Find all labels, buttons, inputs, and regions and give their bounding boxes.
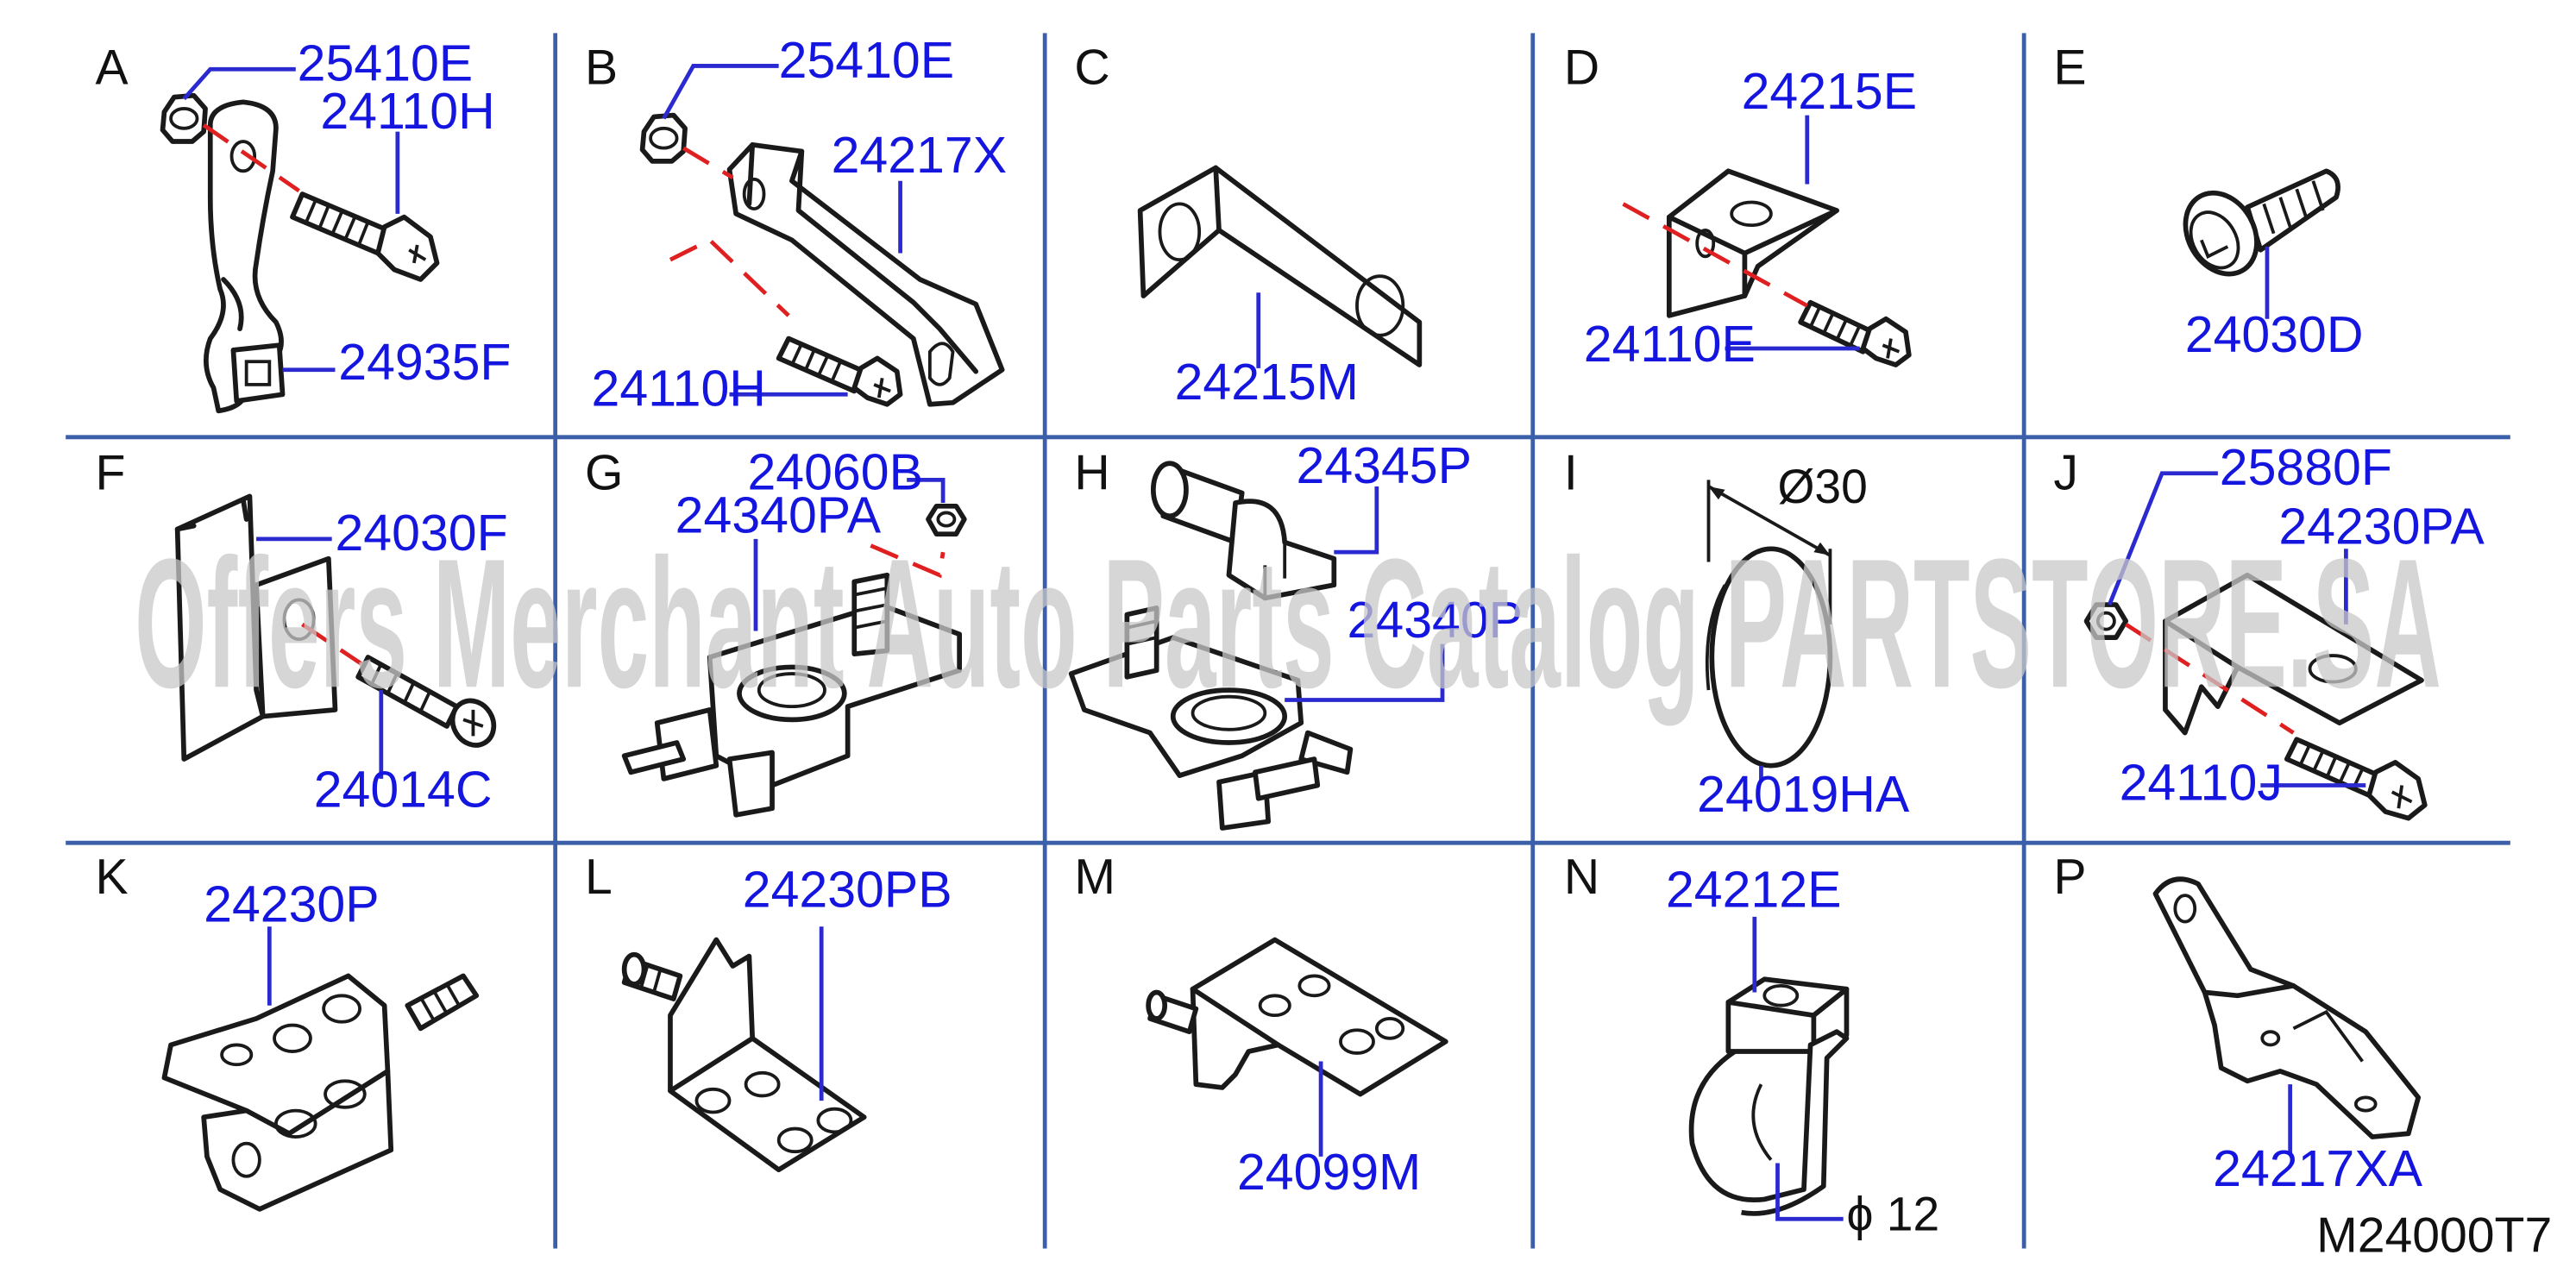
cell-letter-a: A <box>95 40 128 95</box>
part-number-24217x[interactable]: 24217X <box>832 127 1007 184</box>
cell-letter-f: F <box>95 446 125 501</box>
cell-letter-b: B <box>585 40 618 95</box>
cell-e: 24030D <box>2183 168 2364 363</box>
part-number-24230p[interactable]: 24230P <box>204 876 379 933</box>
cell-j: 25880F 24230PA 24110J <box>2083 439 2485 821</box>
part-number-25410e[interactable]: 25410E <box>779 32 954 89</box>
shield-24030f-illustration <box>174 493 338 762</box>
part-number-25410e[interactable]: 25410E <box>298 35 473 92</box>
cell-d: 24215E 24110E <box>1584 63 1917 373</box>
leaders-j <box>2107 471 2366 787</box>
part-number-24014c[interactable]: 24014C <box>314 761 493 818</box>
part-number-24019ha[interactable]: 24019HA <box>1697 766 1910 823</box>
bolt-24110j <box>2284 737 2428 821</box>
cell-h: 24345P 24340P <box>1068 437 1523 831</box>
plug-24019ha-illustration <box>1705 546 1833 769</box>
dimension-diameter-12: ϕ 12 <box>1846 1188 1939 1241</box>
cell-letter-m: M <box>1074 850 1115 905</box>
nut-25410e <box>160 92 208 144</box>
leaders-f <box>256 536 384 779</box>
cell-letter-l: L <box>585 850 613 905</box>
leaders-g <box>753 477 946 631</box>
screw-24014c <box>355 655 497 748</box>
bracket-24217x-illustration <box>726 141 1005 407</box>
cell-letter-h: H <box>1074 446 1109 501</box>
bracket-24230p-illustration <box>161 973 480 1212</box>
part-number-24030f[interactable]: 24030F <box>335 505 507 562</box>
part-number-24110h[interactable]: 24110H <box>592 361 766 417</box>
bracket-24230pa-illustration <box>2163 572 2424 736</box>
grid-lines <box>66 33 2510 1249</box>
cell-letter-i: I <box>1564 446 1578 501</box>
cell-f: 24030F 24014C <box>174 493 508 818</box>
part-number-24340pa[interactable]: 24340PA <box>675 486 882 543</box>
part-number-24230pa[interactable]: 24230PA <box>2278 499 2485 555</box>
part-number-24212e[interactable]: 24212E <box>1666 861 1841 918</box>
watermark: Offers Merchant Auto Parts Catalog PARTS… <box>135 521 2441 726</box>
bolt-24110h <box>776 336 903 407</box>
cell-p: 24217XA <box>2152 876 2423 1197</box>
cell-letter-d: D <box>1564 40 1599 95</box>
leader-dim-12 <box>1775 1163 1844 1221</box>
part-number-24060b[interactable]: 24060B <box>747 444 922 501</box>
cell-letter-e: E <box>2053 40 2086 95</box>
part-number-24230pb[interactable]: 24230PB <box>743 861 952 918</box>
terminal-24340pa-illustration <box>621 602 962 818</box>
cell-letter-g: G <box>585 446 623 501</box>
part-number-24099m[interactable]: 24099M <box>1237 1144 1421 1201</box>
part-number-24110j[interactable]: 24110J <box>2120 755 2283 812</box>
clip-24030d-illustration <box>2183 168 2340 277</box>
bracket-24215m-illustration <box>1137 165 1423 367</box>
part-number-24345p[interactable]: 24345P <box>1297 437 1472 494</box>
part-number-24030d[interactable]: 24030D <box>2185 306 2364 363</box>
cell-g: 24060B 24340PA <box>621 444 967 818</box>
leaders-h <box>1285 486 1445 702</box>
bolt-24110e <box>1798 299 1912 367</box>
nut-24060b <box>926 503 967 537</box>
dimension-lines-i <box>1706 480 1832 624</box>
stud <box>851 572 890 657</box>
leaders-d <box>1725 115 1860 351</box>
part-number-24217xa[interactable]: 24217XA <box>2213 1140 2422 1197</box>
cell-letters: A B C D E F G H I J K L M N P <box>95 40 2086 905</box>
part-number-24110h[interactable]: 24110H <box>320 83 494 140</box>
cell-b: 25410E 24217X 24110H <box>592 32 1008 417</box>
cell-l: 24230PB <box>621 861 952 1173</box>
leaders-a <box>182 66 400 373</box>
square-nut-24935f <box>230 342 286 404</box>
clamp-24212e-illustration <box>1688 976 1850 1216</box>
bolt-24110h <box>290 191 440 282</box>
cell-k: 24230P <box>161 876 480 1212</box>
bracket-24215e-illustration <box>1666 168 1839 318</box>
terminal-24340p-illustration <box>1068 605 1354 831</box>
cell-n: 24212E ϕ 12 <box>1666 861 1939 1240</box>
bracket-24230pb-illustration <box>621 937 867 1173</box>
bracket-24217xa-illustration <box>2152 876 2422 1139</box>
dimension-diameter-30: Ø30 <box>1777 460 1867 513</box>
bracket-24099m-illustration <box>1146 937 1448 1097</box>
cap-24345p-illustration <box>1150 461 1337 601</box>
part-number-25880f[interactable]: 25880F <box>2220 439 2392 496</box>
cell-letter-k: K <box>95 850 128 905</box>
cell-letter-p: P <box>2053 850 2086 905</box>
cell-c: 24215M <box>1137 165 1423 411</box>
part-number-24215e[interactable]: 24215E <box>1742 63 1917 120</box>
leaders-b <box>662 64 902 397</box>
part-number-24215m[interactable]: 24215M <box>1175 354 1359 411</box>
cell-letter-n: N <box>1564 850 1599 905</box>
cell-i: Ø30 24019HA <box>1697 460 1910 823</box>
part-number-24110e[interactable]: 24110E <box>1584 316 1756 373</box>
drawing-code: M24000T7 <box>2316 1208 2552 1263</box>
cell-letter-c: C <box>1074 40 1109 95</box>
part-number-24935f[interactable]: 24935F <box>338 334 511 391</box>
cell-letter-j: J <box>2053 446 2078 501</box>
part-number-24340p[interactable]: 24340P <box>1348 592 1523 649</box>
nut-25880f <box>2083 602 2129 640</box>
nut-25410e <box>639 112 688 164</box>
cell-m: 24099M <box>1146 937 1448 1201</box>
cell-a: 25410E 24110H 24935F <box>160 35 511 414</box>
